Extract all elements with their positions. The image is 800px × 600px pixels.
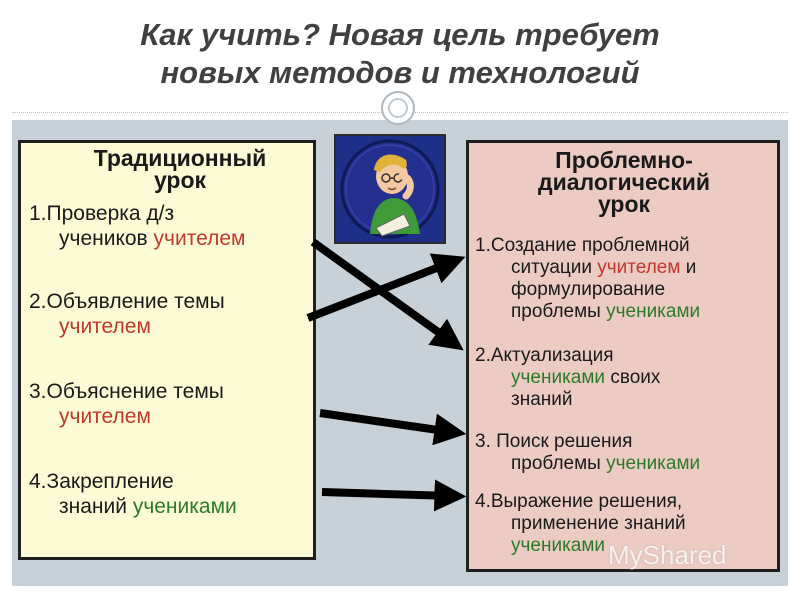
problem-item-line: ситуации учителем и: [475, 257, 700, 279]
item-text: и: [680, 257, 697, 278]
teacher-word: учителем: [59, 315, 151, 338]
problem-lesson-title: Проблемно- диалогический урок: [469, 147, 779, 217]
item-text: 4.Выражение решения,: [475, 491, 683, 512]
traditional-title-line: Традиционный: [93, 145, 267, 171]
problem-item-line: проблемы учениками: [475, 453, 700, 475]
problem-item-line: 3. Поиск решения: [475, 431, 700, 453]
item-text: 1.Проверка д/з: [29, 202, 175, 225]
problem-item-line: формулирование: [475, 279, 700, 301]
arrow-4-to-4: [321, 479, 467, 512]
item-text: 3. Поиск решения: [475, 431, 633, 452]
item-text: проблемы: [511, 453, 607, 474]
problem-item-line: применение знаний: [475, 513, 686, 535]
problem-item-line: проблемы учениками: [475, 301, 700, 323]
slide-title-line-2: новых методов и технологий: [160, 55, 640, 90]
student-word: учениками: [606, 453, 701, 474]
item-text: 2.Объявление темы: [29, 290, 225, 313]
problem-item-line: учениками: [475, 535, 686, 557]
item-text: 2.Актуализация: [475, 345, 614, 366]
traditional-item-line: 1.Проверка д/з: [29, 201, 245, 226]
ring-ornament-icon: [381, 91, 415, 125]
arrow-2-to-1: [306, 253, 466, 322]
problem-item-line: учениками своих: [475, 367, 660, 389]
problem-dialogic-lesson-panel: Проблемно- диалогический урок 1.Создание…: [466, 140, 780, 572]
thinking-student-reading-book-icon: [334, 134, 446, 244]
traditional-title-line: урок: [153, 167, 207, 193]
student-word: учениками: [606, 301, 701, 322]
problem-item-line: знаний: [475, 389, 660, 411]
traditional-item-line: учителем: [29, 314, 225, 339]
problem-item-line: 1.Создание проблемной: [475, 235, 700, 257]
item-text: ситуации: [511, 257, 598, 278]
item-text: знаний: [511, 389, 573, 410]
traditional-item-line: 3.Объяснение темы: [29, 379, 224, 404]
slide-title: Как учить? Новая цель требует новых мето…: [0, 16, 800, 92]
problem-item-line: 4.Выражение решения,: [475, 491, 686, 513]
slide-title-line-1: Как учить? Новая цель требует: [140, 17, 660, 52]
item-text: применение знаний: [511, 513, 686, 534]
watermark: MyShared: [608, 540, 727, 570]
item-text: 3.Объяснение темы: [29, 380, 224, 403]
traditional-lesson-title: Традиционный урок: [21, 145, 339, 193]
arrow-3-to-3: [319, 409, 467, 446]
item-text: учеников: [59, 227, 154, 250]
student-word: учениками: [511, 535, 606, 556]
item-text: формулирование: [511, 279, 666, 300]
teacher-word: учителем: [597, 257, 681, 278]
traditional-item-line: 2.Объявление темы: [29, 289, 225, 314]
teacher-word: учителем: [59, 405, 151, 428]
traditional-item-line: учителем: [29, 404, 224, 429]
item-text: проблемы: [511, 301, 607, 322]
problem-title-line: урок: [597, 191, 651, 217]
item-text: своих: [605, 367, 661, 388]
traditional-item-line: знаний учениками: [29, 494, 237, 519]
item-text: 1.Создание проблемной: [475, 235, 690, 256]
problem-title-line: диалогический: [537, 169, 711, 195]
item-text: знаний: [59, 495, 133, 518]
problem-item-line: 2.Актуализация: [475, 345, 660, 367]
teacher-word: учителем: [153, 227, 246, 250]
student-word: учениками: [511, 367, 606, 388]
item-text: 4.Закрепление: [29, 470, 174, 493]
traditional-item-line: учеников учителем: [29, 226, 245, 251]
traditional-item-line: 4.Закрепление: [29, 469, 237, 494]
student-word: учениками: [132, 495, 237, 518]
problem-title-line: Проблемно-: [555, 147, 693, 173]
